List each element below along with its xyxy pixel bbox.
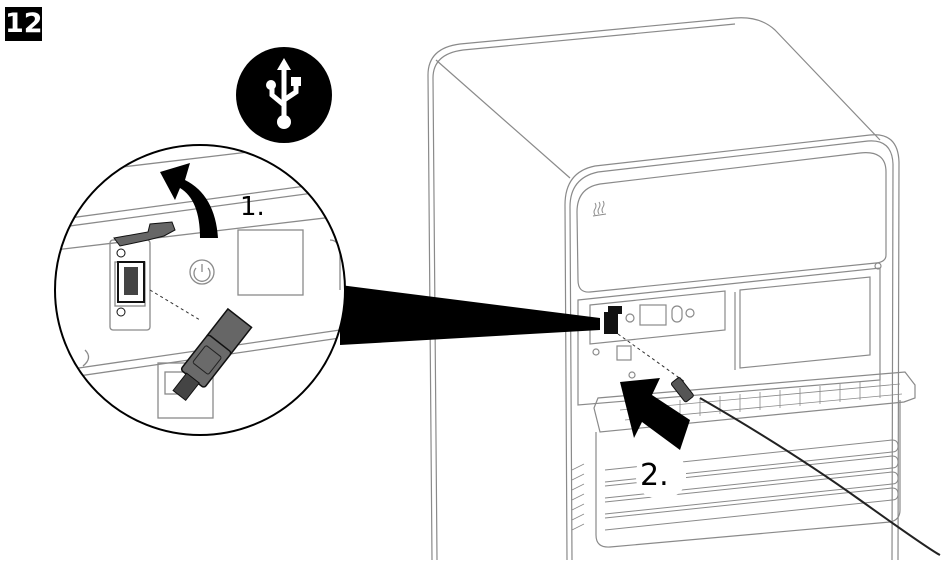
side-window (739, 276, 871, 369)
magnified-view (54, 144, 346, 436)
magnifier-beam (340, 285, 600, 345)
callout-label-2: 2. (640, 458, 669, 493)
usb-plug-magnified (172, 307, 253, 402)
arrow-open-cover (160, 163, 218, 238)
device-front-frame (564, 134, 900, 561)
ethernet-port (616, 345, 632, 361)
usb-cable (670, 377, 941, 556)
display-window (639, 304, 667, 326)
step-number-badge: 12 (5, 7, 43, 41)
callout-label-2-background (636, 452, 686, 498)
usb-port-magnified (113, 221, 176, 317)
vent-slots (604, 439, 899, 531)
hot-surface-icon (592, 200, 607, 217)
device-back-shell (427, 17, 881, 561)
device-top-panel (576, 152, 887, 293)
control-panel (589, 290, 726, 345)
usb-icon (236, 47, 332, 143)
usb-port-small (604, 306, 622, 334)
callout-label-1: 1. (240, 192, 265, 222)
power-icon (189, 259, 215, 285)
insertion-guide (617, 333, 686, 383)
arrow-insert (620, 378, 690, 450)
